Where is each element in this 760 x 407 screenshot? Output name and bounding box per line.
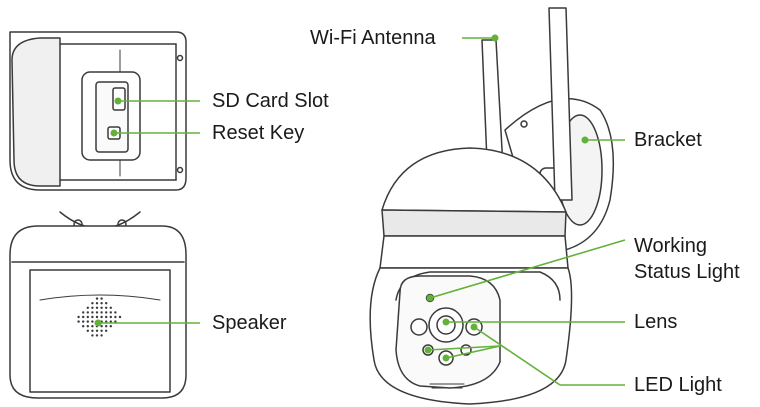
speaker-hole [118, 315, 122, 319]
label-working-status-light: Working Status Light [634, 233, 740, 285]
speaker-hole [86, 311, 90, 314]
camera-illustration [369, 7, 615, 405]
leader-led-light [473, 326, 561, 386]
speaker-hole [86, 320, 90, 323]
speaker-hole [109, 320, 113, 323]
leader-working-status-light [429, 239, 626, 299]
speaker-hole [100, 334, 103, 337]
speaker-hole [109, 306, 113, 309]
speaker-grille [77, 297, 122, 337]
speaker-hole [105, 315, 108, 319]
label-lens: Lens [634, 311, 678, 333]
speaker-hole [86, 325, 90, 328]
label-speaker: Speaker [212, 312, 287, 334]
side-view-illustration [9, 31, 187, 191]
speaker-hole [91, 329, 94, 332]
speaker-hole [114, 311, 117, 314]
speaker-hole [95, 297, 99, 300]
speaker-hole [100, 315, 103, 319]
speaker-hole [91, 325, 94, 328]
speaker-hole [77, 320, 80, 323]
speaker-hole [105, 320, 108, 323]
speaker-hole [100, 306, 103, 309]
speaker-hole [77, 315, 80, 319]
speaker-hole [105, 311, 108, 314]
speaker-hole [95, 306, 99, 309]
speaker-hole [100, 329, 103, 332]
speaker-hole [91, 311, 94, 314]
led-light-left [410, 318, 428, 336]
speaker-hole [100, 297, 103, 300]
speaker-hole [82, 325, 85, 328]
speaker-hole [95, 315, 99, 319]
speaker-hole [109, 311, 113, 314]
camera-dome [381, 147, 567, 213]
speaker-hole [91, 302, 94, 305]
leader-dots [94, 34, 589, 362]
speaker-hole [82, 315, 85, 319]
speaker-hole [114, 320, 117, 323]
speaker-hole [95, 302, 99, 305]
speaker-hole [114, 315, 117, 319]
speaker-hole [95, 329, 99, 332]
label-sd-card-slot: SD Card Slot [212, 90, 329, 112]
speaker-hole [86, 329, 90, 332]
speaker-hole [105, 306, 108, 309]
label-reset-key: Reset Key [212, 122, 305, 144]
speaker-hole [109, 325, 113, 328]
speaker-hole [100, 325, 103, 328]
speaker-hole [91, 334, 94, 337]
speaker-hole [91, 306, 94, 309]
label-working-status-light-line2: Status Light [634, 261, 740, 283]
speaker-hole [109, 315, 113, 319]
speaker-hole [86, 306, 90, 309]
label-wifi-antenna: Wi-Fi Antenna [310, 27, 436, 49]
leader-lines [98, 37, 626, 386]
speaker-hole [105, 329, 108, 332]
label-working-status-light-line1: Working [634, 235, 707, 257]
label-led-light: LED Light [634, 374, 722, 396]
speaker-hole [105, 302, 108, 305]
label-bracket: Bracket [634, 129, 702, 151]
speaker-hole [95, 311, 99, 314]
speaker-hole [86, 315, 90, 319]
speaker-hole [100, 311, 103, 314]
speaker-hole [105, 325, 108, 328]
speaker-hole [82, 311, 85, 314]
wifi-antenna-right [548, 7, 573, 201]
speaker-hole [91, 315, 94, 319]
speaker-hole [95, 334, 99, 337]
speaker-hole [82, 320, 85, 323]
speaker-hole [91, 320, 94, 323]
speaker-hole [100, 302, 103, 305]
back-view-illustration [9, 211, 187, 399]
